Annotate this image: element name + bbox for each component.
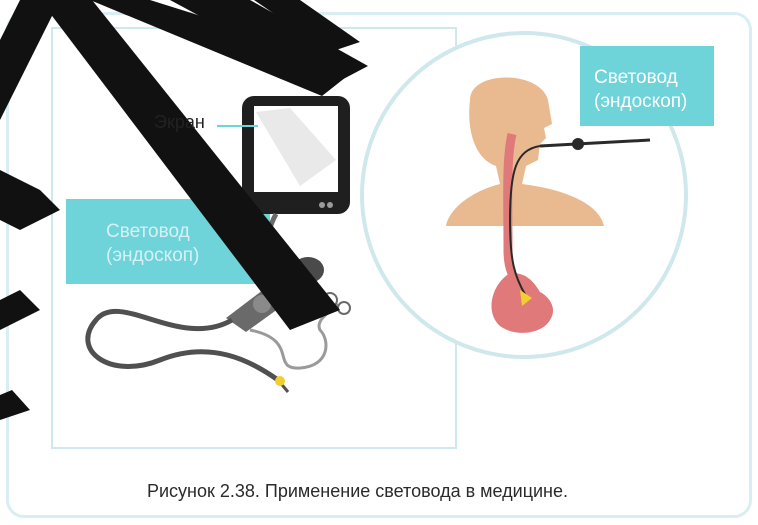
- callout-left-label: Световод (эндоскоп): [106, 220, 199, 268]
- scope-grip: [572, 138, 584, 150]
- callout-left-line2: (эндоскоп): [106, 244, 199, 268]
- monitor: [242, 96, 350, 214]
- tube-tip-light: [275, 376, 285, 386]
- callout-right-line2: (эндоскоп): [594, 90, 687, 114]
- callout-left-line1: Световод: [106, 220, 199, 244]
- callout-right-label: Световод (эндоскоп): [594, 66, 687, 114]
- callout-right-line1: Световод: [594, 66, 687, 90]
- figure-caption: Рисунок 2.38. Применение световода в мед…: [147, 481, 568, 502]
- screen-label: Экран: [154, 112, 205, 133]
